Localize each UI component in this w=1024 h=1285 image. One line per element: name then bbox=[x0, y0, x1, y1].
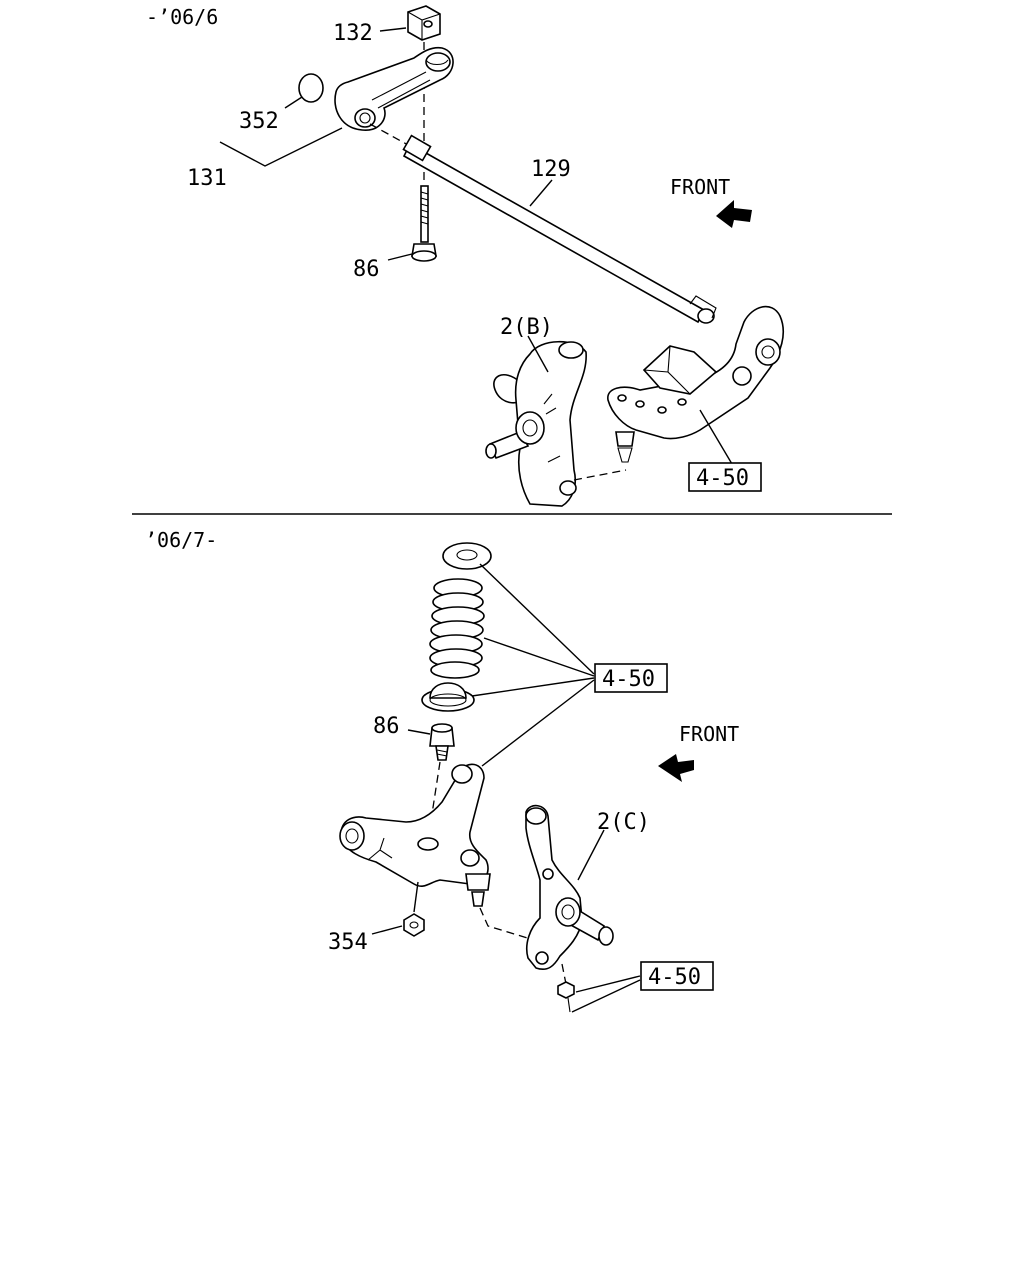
front-label-bottom: FRONT bbox=[679, 722, 739, 746]
part-bump-cup bbox=[421, 682, 475, 712]
front-arrow-top-icon bbox=[716, 200, 752, 228]
assembly-line-nut bbox=[561, 963, 567, 985]
part-lower-arm-bottom bbox=[339, 763, 491, 907]
part-spring-seat bbox=[442, 542, 492, 570]
leader-450-spring bbox=[483, 637, 595, 677]
part-2b-knuckle bbox=[485, 341, 587, 507]
part-86-stud bbox=[429, 723, 455, 761]
callout-129: 129 bbox=[531, 157, 571, 182]
part-132-bushing bbox=[407, 5, 441, 41]
callout-354: 354 bbox=[328, 930, 368, 955]
front-label-top: FRONT bbox=[670, 175, 730, 199]
callout-132: 132 bbox=[333, 21, 373, 46]
leader-132 bbox=[379, 27, 407, 32]
callout-86-top: 86 bbox=[353, 257, 380, 282]
front-arrow-bottom-icon bbox=[658, 754, 694, 782]
leader-129 bbox=[529, 179, 553, 207]
leader-86-bottom bbox=[407, 729, 431, 735]
part-knuckle-nut bbox=[557, 981, 575, 999]
leader-450-nut-b bbox=[571, 979, 641, 1013]
callout-131: 131 bbox=[187, 166, 227, 191]
part-2c-knuckle bbox=[525, 804, 614, 971]
leader-354-arm bbox=[413, 881, 419, 913]
assembly-line-rod bbox=[369, 123, 411, 147]
leader-450-arm bbox=[481, 679, 595, 767]
ref-450-spring: 4-50 bbox=[602, 667, 655, 692]
leader-450-cup bbox=[471, 677, 595, 697]
leader-2b bbox=[527, 335, 549, 373]
section-top-range: -’06/6 bbox=[146, 5, 218, 29]
leader-86-top bbox=[387, 253, 413, 261]
part-129-rod bbox=[402, 134, 717, 324]
ref-box-450-top bbox=[688, 462, 762, 492]
leader-354 bbox=[371, 925, 403, 935]
leader-450-nut-a bbox=[575, 975, 641, 993]
callout-352: 352 bbox=[239, 109, 279, 134]
ref-box-450-spring bbox=[594, 663, 668, 693]
assembly-line-knuckle bbox=[573, 469, 627, 481]
part-352-washer bbox=[298, 73, 324, 103]
callout-86-bottom: 86 bbox=[373, 714, 400, 739]
leader-450-top bbox=[699, 409, 733, 465]
ref-450-nut: 4-50 bbox=[648, 965, 701, 990]
leader-450-seat bbox=[479, 563, 595, 675]
ref-450-top: 4-50 bbox=[696, 466, 749, 491]
callout-2c: 2(C) bbox=[597, 810, 650, 835]
leader-nut-tail bbox=[567, 997, 571, 1013]
assembly-line-ball-joint bbox=[479, 907, 535, 941]
leader-131 bbox=[219, 127, 343, 167]
part-86-bolt bbox=[411, 185, 437, 262]
part-coil-spring bbox=[429, 578, 485, 679]
leader-352 bbox=[284, 96, 303, 109]
leader-2c bbox=[577, 829, 605, 881]
section-bottom-range: ’06/7- bbox=[145, 528, 217, 552]
part-131-link-arm bbox=[334, 46, 454, 131]
callout-2b: 2(B) bbox=[500, 315, 553, 340]
part-354-nut bbox=[403, 913, 425, 937]
part-lower-arm-top bbox=[607, 305, 785, 463]
ref-box-450-nut bbox=[640, 961, 714, 991]
